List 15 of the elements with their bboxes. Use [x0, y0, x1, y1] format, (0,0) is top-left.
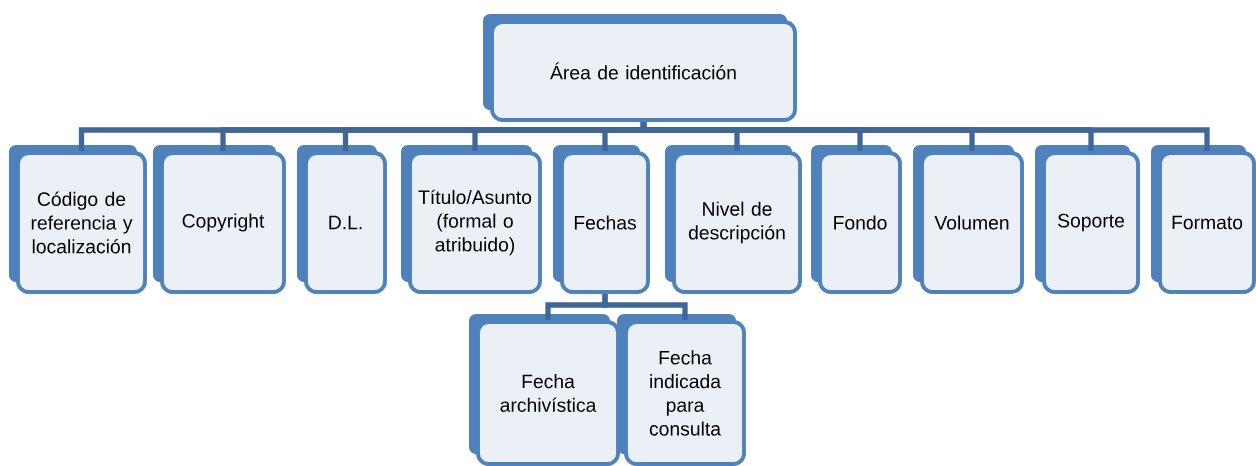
process-box: Volumen [913, 145, 1024, 294]
connector-line [640, 121, 1210, 152]
process-box: D.L. [297, 145, 387, 294]
process-box: Fecha archivística [469, 314, 620, 466]
process-box: Nivel de descripción [665, 145, 802, 294]
process-box: Soporte [1035, 145, 1140, 294]
process-box: Código de referencia y localización [9, 145, 147, 294]
process-box: Fecha indicada para consulta [617, 314, 746, 466]
process-box: Formato [1151, 145, 1256, 294]
connector-line [602, 293, 688, 321]
process-box: Fechas [553, 145, 650, 294]
process-box: Título/Asunto (formal o atribuido) [401, 145, 542, 294]
process-box: Fondo [811, 145, 902, 294]
process-box: Área de identificación [483, 14, 797, 122]
process-box: Copyright [153, 145, 286, 294]
